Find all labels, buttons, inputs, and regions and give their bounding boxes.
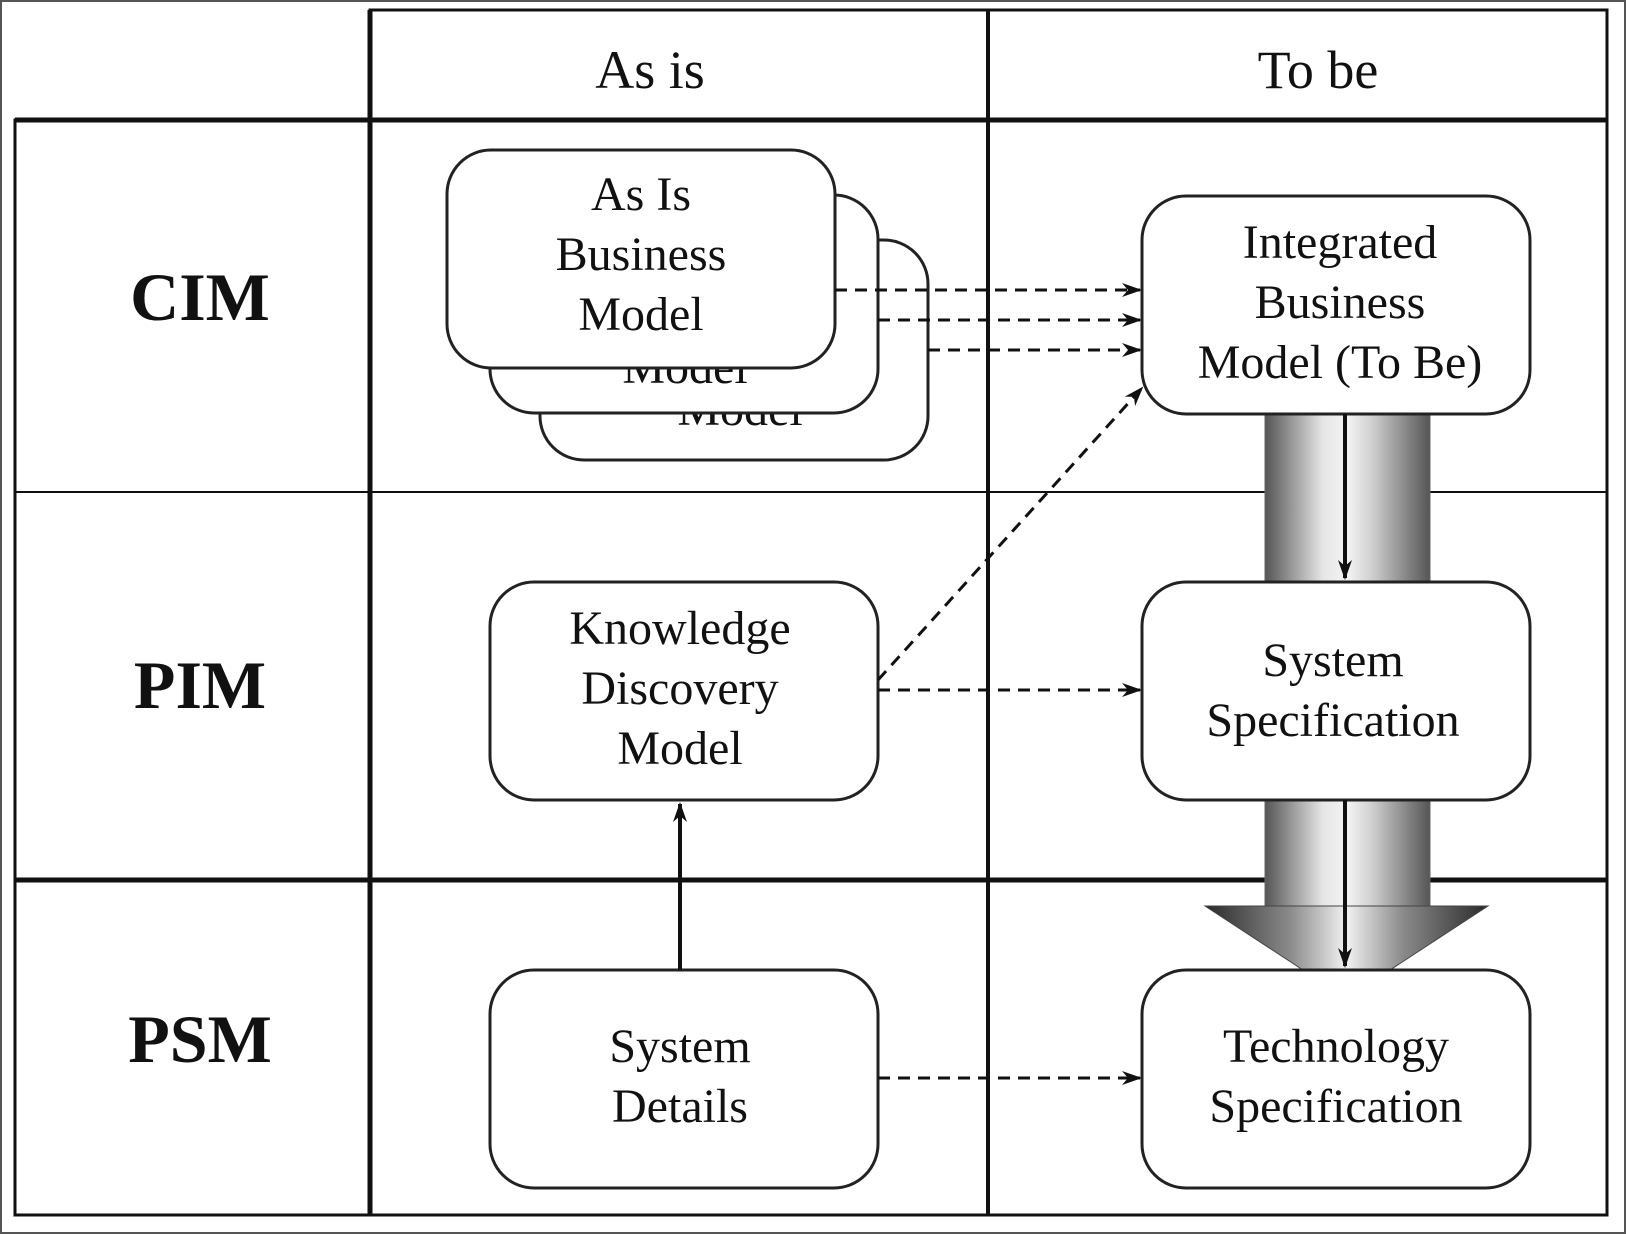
- svg-text:Discovery: Discovery: [581, 662, 778, 715]
- technology-specification-box: Technology Specification: [1140, 968, 1532, 1190]
- svg-text:Business: Business: [1255, 276, 1426, 329]
- svg-text:Model (To Be): Model (To Be): [1198, 336, 1483, 389]
- row-header-cim: CIM: [130, 259, 270, 335]
- svg-text:Model: Model: [617, 722, 742, 775]
- svg-text:System: System: [609, 1020, 750, 1073]
- connectors: [673, 283, 1352, 1085]
- svg-text:As Is: As Is: [591, 168, 691, 221]
- svg-text:Business: Business: [556, 228, 727, 281]
- svg-text:System: System: [1262, 634, 1403, 687]
- as-is-business-model-stack: Model Model As Is Business Model: [445, 148, 930, 462]
- as-is-business-model-box: As Is Business Model: [445, 148, 837, 370]
- svg-text:Knowledge: Knowledge: [569, 602, 790, 655]
- system-specification-box: System Specification: [1140, 580, 1532, 802]
- row-header-pim: PIM: [134, 647, 266, 723]
- svg-text:Model: Model: [578, 288, 703, 341]
- svg-text:Integrated: Integrated: [1243, 216, 1438, 269]
- column-header-to-be: To be: [1258, 40, 1379, 100]
- integrated-business-model-box: Integrated Business Model (To Be): [1140, 194, 1532, 416]
- svg-text:Specification: Specification: [1206, 694, 1459, 747]
- svg-text:Details: Details: [612, 1080, 748, 1133]
- knowledge-discovery-model-box: Knowledge Discovery Model: [488, 580, 880, 802]
- dashed-arrow-kd-to-integrated: [876, 386, 1144, 682]
- column-header-as-is: As is: [595, 40, 705, 100]
- svg-text:Specification: Specification: [1209, 1080, 1462, 1133]
- system-details-box: System Details: [488, 968, 880, 1190]
- row-header-psm: PSM: [128, 1001, 272, 1077]
- svg-text:Technology: Technology: [1223, 1020, 1449, 1073]
